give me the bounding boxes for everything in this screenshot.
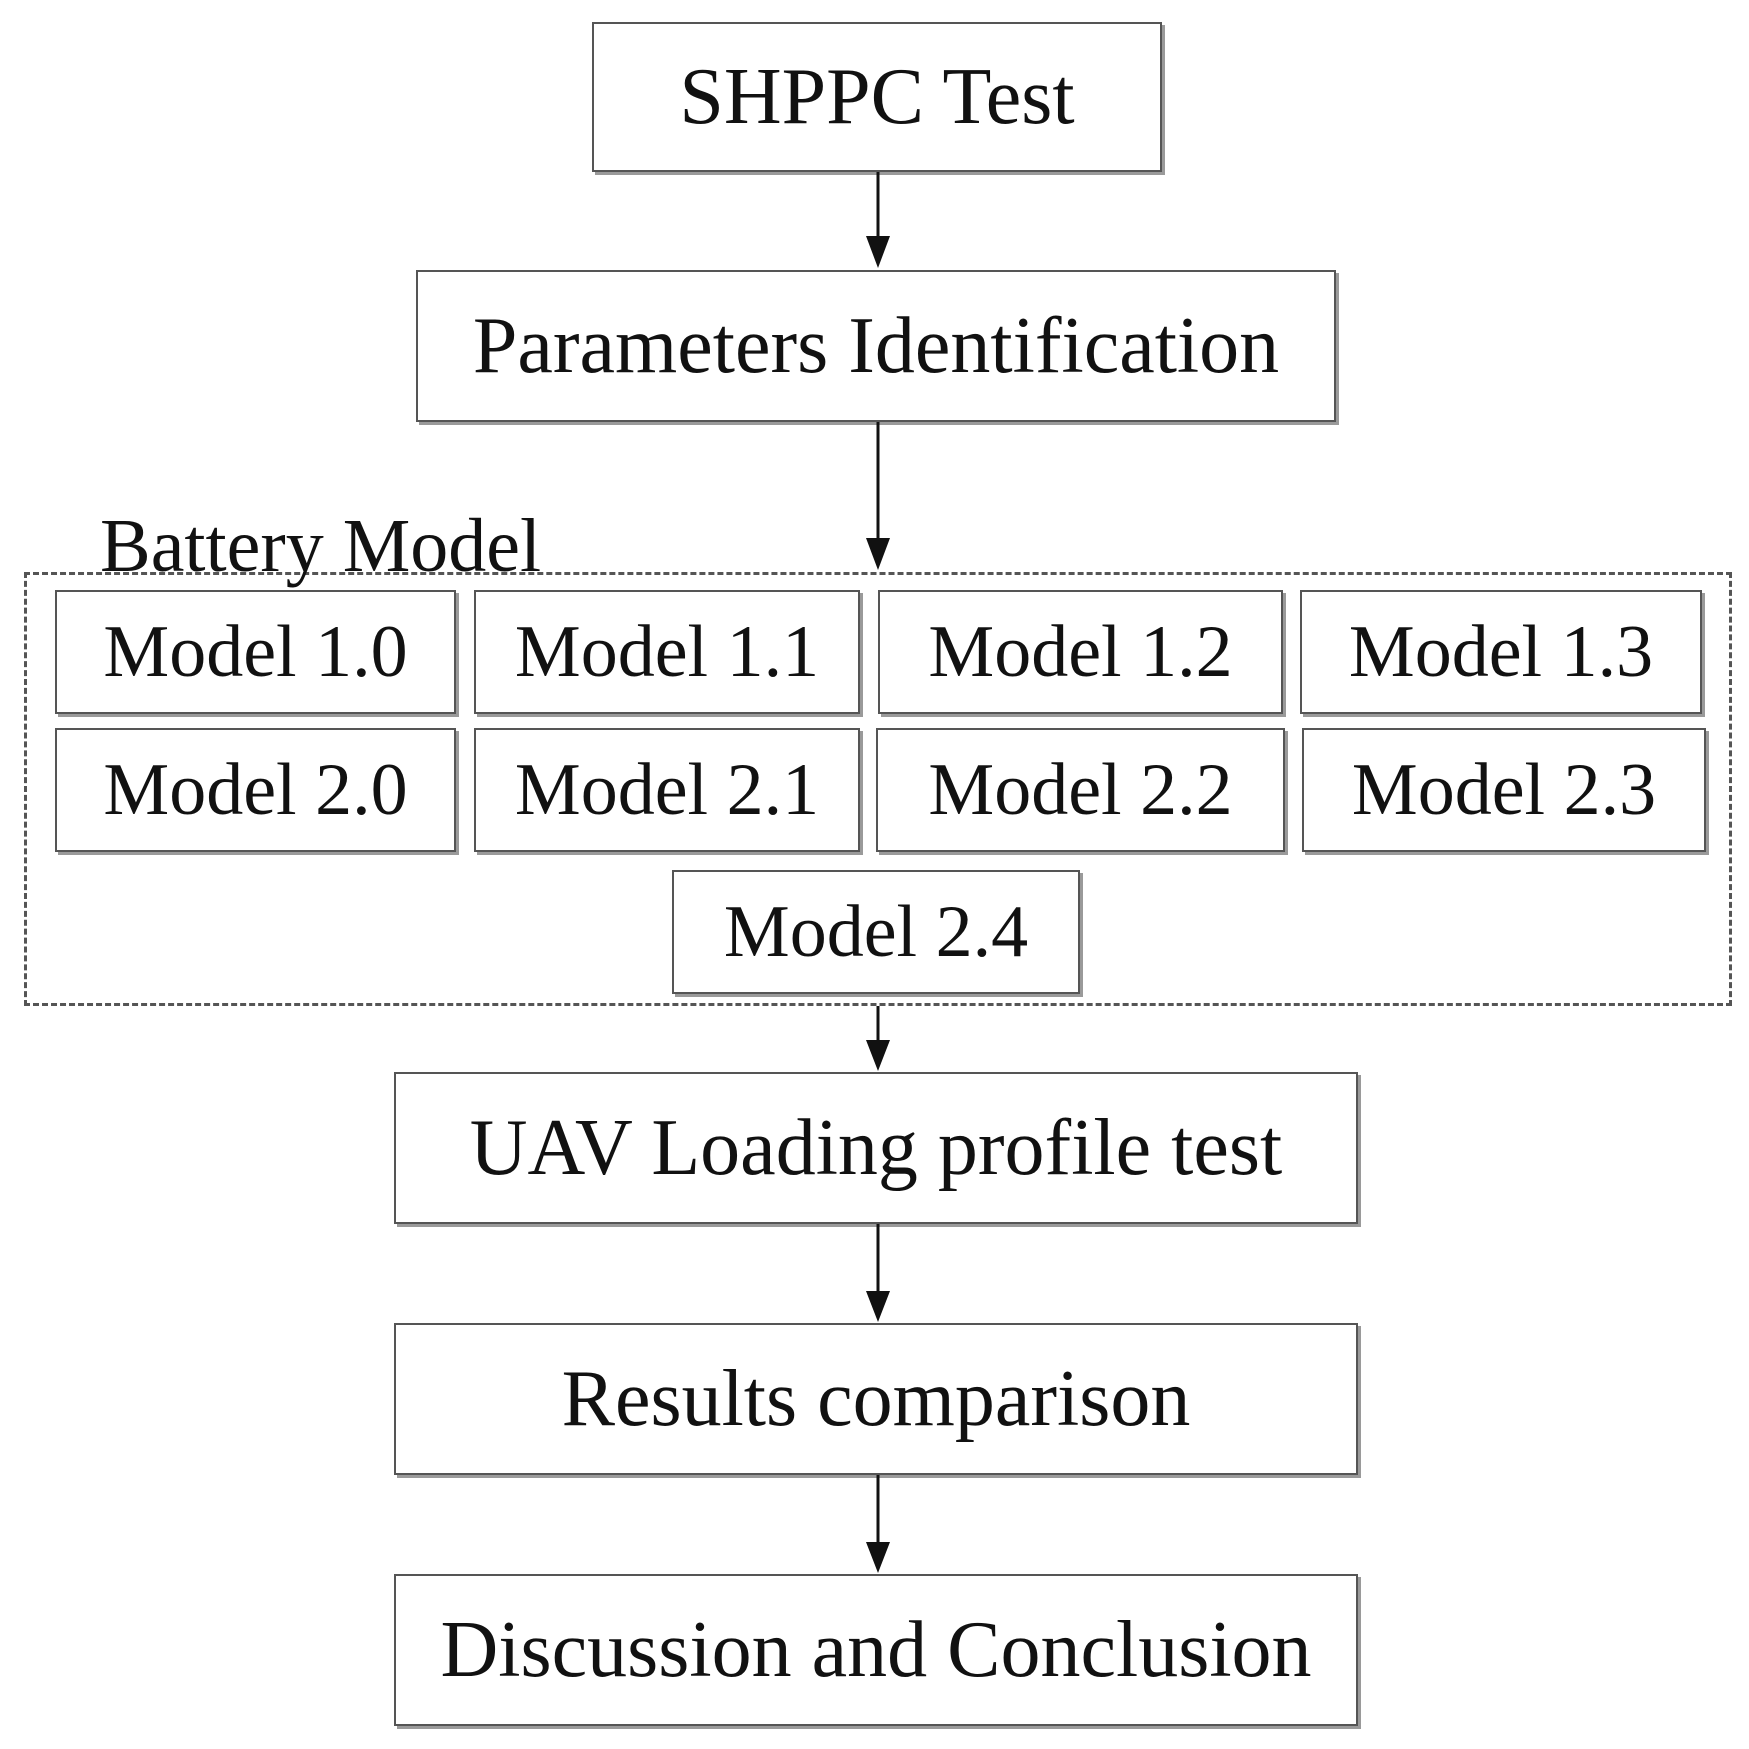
model-2-0-box: Model 2.0 xyxy=(55,728,456,852)
model-1-1-box: Model 1.1 xyxy=(474,590,860,714)
results-comparison-box: Results comparison xyxy=(394,1323,1358,1475)
arrow-battery-model-to-uav xyxy=(866,1006,890,1071)
model-1-2-box: Model 1.2 xyxy=(878,590,1283,714)
model-2-4-box: Model 2.4 xyxy=(672,870,1080,994)
parameters-identification-box: Parameters Identification xyxy=(416,270,1336,422)
uav-loading-profile-test-box: UAV Loading profile test xyxy=(394,1072,1358,1224)
battery-model-group xyxy=(24,572,1732,1006)
arrow-shppc-to-parameters xyxy=(866,172,890,268)
model-2-2-box: Model 2.2 xyxy=(876,728,1285,852)
arrow-parameters-to-battery-model xyxy=(866,422,890,570)
model-1-3-box: Model 1.3 xyxy=(1300,590,1702,714)
battery-model-label: Battery Model xyxy=(100,504,542,588)
model-2-1-box: Model 2.1 xyxy=(474,728,860,852)
model-1-0-box: Model 1.0 xyxy=(55,590,456,714)
discussion-and-conclusion-box: Discussion and Conclusion xyxy=(394,1574,1358,1726)
arrow-results-to-discussion xyxy=(866,1475,890,1573)
shppc-test-box: SHPPC Test xyxy=(592,22,1162,172)
model-2-3-box: Model 2.3 xyxy=(1302,728,1706,852)
arrow-uav-to-results xyxy=(866,1224,890,1322)
